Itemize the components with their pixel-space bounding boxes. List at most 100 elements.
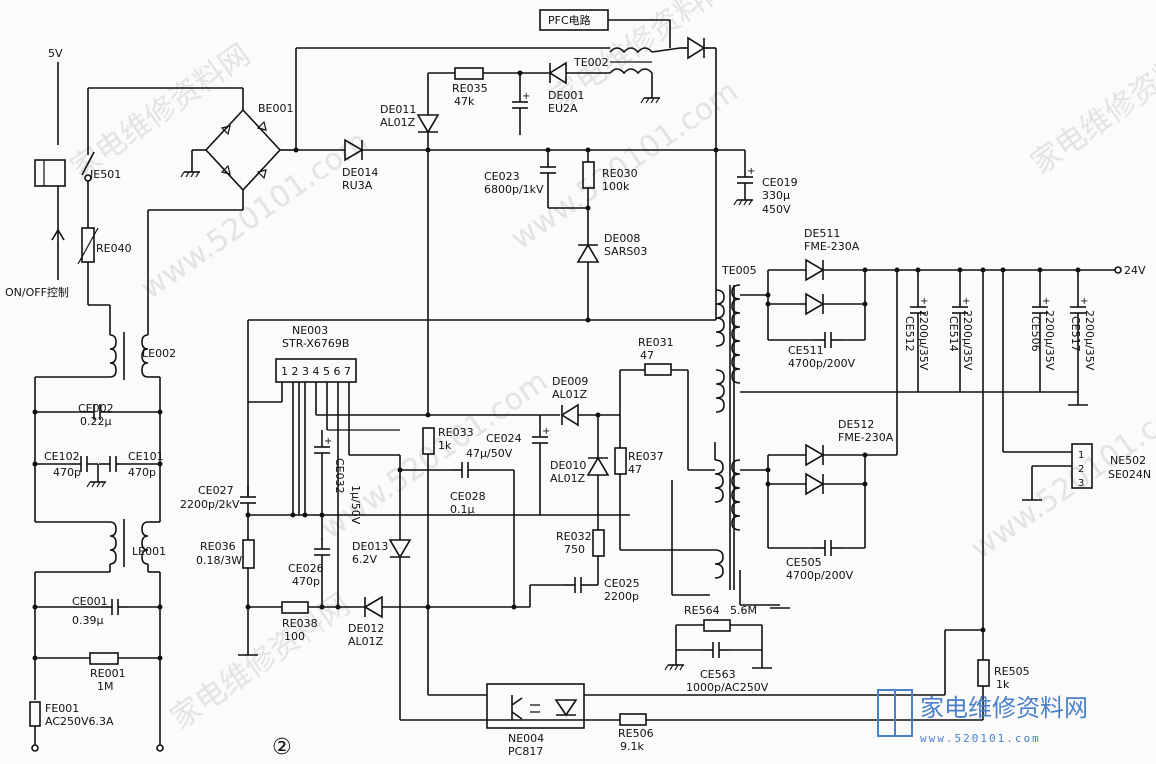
svg-text:5.6M: 5.6M bbox=[730, 604, 757, 617]
svg-text:FME-230A: FME-230A bbox=[804, 240, 860, 253]
svg-text:CE027: CE027 bbox=[198, 484, 234, 497]
feedback-section bbox=[486, 619, 990, 729]
svg-text:JE501: JE501 bbox=[89, 168, 121, 181]
svg-text:RE030: RE030 bbox=[602, 167, 638, 180]
svg-text:FME-230A: FME-230A bbox=[838, 431, 894, 444]
svg-text:2200p: 2200p bbox=[604, 590, 639, 603]
secondary-24v bbox=[740, 258, 1122, 630]
pfc-section bbox=[295, 9, 757, 415]
label-pfc: PFC电路 bbox=[548, 14, 591, 27]
diode-de011 bbox=[416, 114, 440, 134]
svg-text:47k: 47k bbox=[454, 95, 475, 108]
diode-de010 bbox=[586, 456, 610, 476]
ac-input-section bbox=[29, 62, 244, 752]
primary-controller bbox=[237, 317, 716, 721]
svg-text:DE009: DE009 bbox=[552, 375, 588, 388]
svg-text:AL01Z: AL01Z bbox=[552, 388, 588, 401]
svg-text:DE511: DE511 bbox=[804, 227, 840, 240]
secondary-2 bbox=[740, 443, 897, 557]
svg-text:CE506: CE506 bbox=[1029, 316, 1042, 352]
svg-text:0.1μ: 0.1μ bbox=[450, 503, 475, 516]
svg-text:4700p/200V: 4700p/200V bbox=[786, 569, 854, 582]
resistor-re505 bbox=[977, 659, 990, 687]
svg-text:CE505: CE505 bbox=[786, 556, 822, 569]
ne502-module bbox=[1021, 443, 1093, 501]
label-5v: 5V bbox=[48, 47, 63, 60]
svg-text:RE505: RE505 bbox=[994, 665, 1030, 678]
svg-text:2200p/2kV: 2200p/2kV bbox=[180, 498, 240, 511]
resistor-re036 bbox=[242, 539, 255, 569]
svg-text:CE026: CE026 bbox=[288, 562, 324, 575]
resistor-re035 bbox=[454, 67, 484, 80]
svg-text:100k: 100k bbox=[602, 180, 630, 193]
svg-text:470p: 470p bbox=[292, 575, 320, 588]
svg-text:RE001: RE001 bbox=[90, 667, 126, 680]
svg-text:AC250V6.3A: AC250V6.3A bbox=[45, 715, 114, 728]
svg-text:TE002: TE002 bbox=[573, 56, 609, 69]
svg-text:DE512: DE512 bbox=[838, 418, 874, 431]
svg-text:RE038: RE038 bbox=[282, 617, 318, 630]
diode-de013 bbox=[388, 539, 412, 559]
transformer-te005 bbox=[688, 284, 791, 609]
svg-text:470p: 470p bbox=[128, 466, 156, 479]
svg-text:2200μ/35V: 2200μ/35V bbox=[917, 310, 930, 371]
svg-text:47μ/50V: 47μ/50V bbox=[466, 447, 513, 460]
relay-switch bbox=[81, 151, 95, 176]
svg-text:CE028: CE028 bbox=[450, 490, 486, 503]
svg-text:1k: 1k bbox=[438, 439, 452, 452]
output-24v-terminal bbox=[1114, 266, 1122, 274]
svg-text:LE002: LE002 bbox=[142, 347, 176, 360]
svg-text:2200μ/35V: 2200μ/35V bbox=[961, 310, 974, 371]
svg-text:100: 100 bbox=[284, 630, 305, 643]
svg-text:AL01Z: AL01Z bbox=[550, 472, 586, 485]
resistor-re037 bbox=[614, 447, 627, 475]
svg-text:6800p/1kV: 6800p/1kV bbox=[484, 183, 544, 196]
page-number: ② bbox=[272, 735, 292, 760]
svg-text:www.520101.com: www.520101.com bbox=[505, 74, 745, 257]
svg-text:BE001: BE001 bbox=[258, 102, 294, 115]
svg-text:CE511: CE511 bbox=[788, 344, 824, 357]
svg-text:CE023: CE023 bbox=[484, 170, 520, 183]
svg-text:DE011: DE011 bbox=[380, 103, 416, 116]
svg-text:4700p/200V: 4700p/200V bbox=[788, 357, 856, 370]
svg-text:DE010: DE010 bbox=[550, 459, 586, 472]
svg-text:3: 3 bbox=[1078, 478, 1084, 489]
choke-le002 bbox=[109, 334, 117, 378]
watermark-layer: 家电维修资料网 家电维修资料网 家电维修资料网 家电维修资料网 www.5201… bbox=[65, 0, 1156, 737]
resistor-re001 bbox=[89, 652, 119, 665]
svg-text:1: 1 bbox=[1078, 450, 1084, 461]
svg-text:CE563: CE563 bbox=[700, 668, 736, 681]
svg-text:RE037: RE037 bbox=[628, 450, 664, 463]
svg-text:CE002: CE002 bbox=[78, 402, 114, 415]
svg-text:RE040: RE040 bbox=[96, 242, 132, 255]
svg-text:DE001: DE001 bbox=[548, 89, 584, 102]
resistor-re032 bbox=[592, 529, 605, 557]
diode-de008 bbox=[576, 243, 600, 263]
svg-text:CE101: CE101 bbox=[128, 450, 164, 463]
svg-text:CE025: CE025 bbox=[604, 577, 640, 590]
diode-de512-a bbox=[805, 443, 825, 467]
svg-text:NE003: NE003 bbox=[292, 324, 328, 337]
logo-url: www.520101.com bbox=[920, 732, 1041, 745]
svg-text:CE512: CE512 bbox=[903, 316, 916, 352]
svg-text:DE012: DE012 bbox=[348, 622, 384, 635]
svg-text:1M: 1M bbox=[97, 680, 114, 693]
svg-text:LE001: LE001 bbox=[132, 545, 166, 558]
watermark-url: www.520101.com bbox=[135, 124, 375, 307]
resistor-re564 bbox=[703, 619, 731, 632]
svg-text:RE506: RE506 bbox=[618, 727, 654, 740]
svg-text:450V: 450V bbox=[762, 203, 791, 216]
svg-text:CE019: CE019 bbox=[762, 176, 798, 189]
svg-text:RU3A: RU3A bbox=[342, 179, 373, 192]
svg-text:1k: 1k bbox=[996, 678, 1010, 691]
svg-text:47: 47 bbox=[640, 349, 654, 362]
svg-text:RE036: RE036 bbox=[200, 540, 236, 553]
diode-de014 bbox=[344, 138, 364, 162]
svg-text:RE031: RE031 bbox=[638, 336, 674, 349]
label-24v: 24V bbox=[1124, 264, 1146, 277]
svg-text:CE102: CE102 bbox=[44, 450, 80, 463]
fuse-fe001 bbox=[29, 701, 41, 727]
text-labels: 5V JE501 RE040 ON/OFF控制 BE001 LE002 CE00… bbox=[5, 14, 1151, 760]
